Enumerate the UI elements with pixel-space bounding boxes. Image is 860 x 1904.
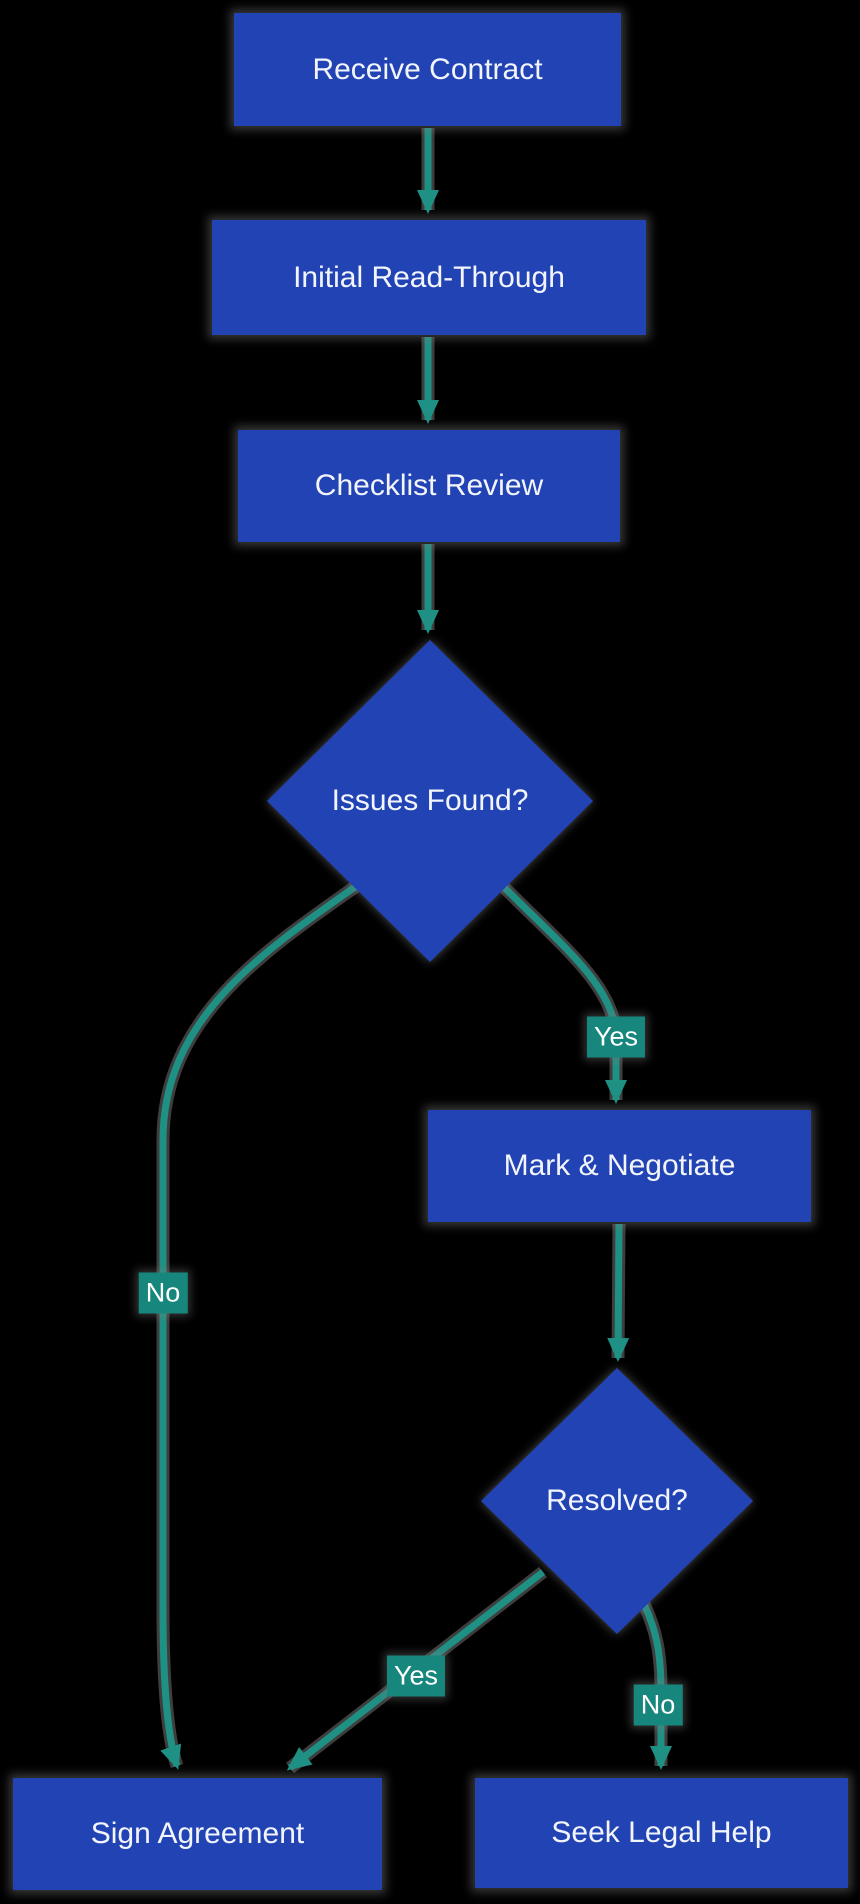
node-initial-read-through: Initial Read-Through (212, 220, 646, 335)
edge-issues-no-sign (159, 877, 368, 1770)
decision-resolved (481, 1368, 753, 1634)
decision-resolved-label: Resolved? (546, 1484, 688, 1517)
edge-label-resolved-yes: Yes (386, 1655, 446, 1697)
node-sign-agreement: Sign Agreement (13, 1778, 382, 1890)
edge-label-issues-yes: Yes (586, 1016, 646, 1058)
node-checklist-review: Checklist Review (238, 430, 620, 542)
edge-label-resolved-no: No (633, 1684, 683, 1726)
decision-issues-found-label: Issues Found? (331, 784, 529, 817)
edge-label-issues-no: No (138, 1272, 188, 1314)
decision-issues-found (267, 640, 593, 962)
node-seek-legal-help: Seek Legal Help (475, 1778, 848, 1888)
node-receive-contract: Receive Contract (234, 13, 621, 126)
edge-issues-yes-mark (492, 875, 627, 1104)
edge-mark-resolved (607, 1223, 630, 1362)
node-mark-negotiate: Mark & Negotiate (428, 1110, 811, 1222)
edge-shadow (156, 874, 369, 1769)
